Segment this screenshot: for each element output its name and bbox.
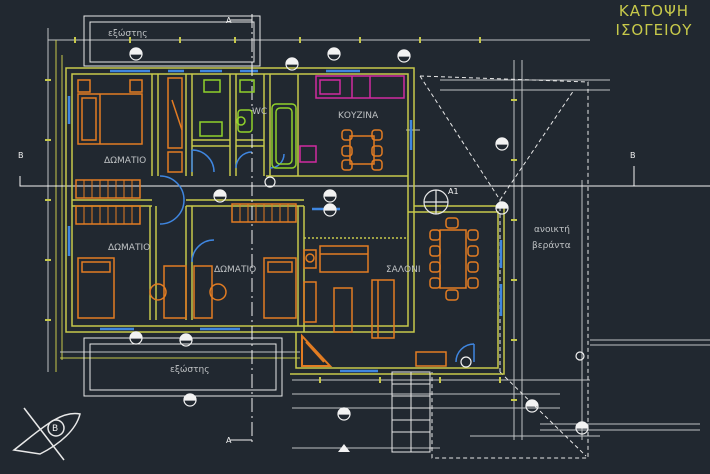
section-line-a <box>19 14 635 444</box>
furniture <box>75 77 479 367</box>
plan-title: ΚΑΤΟΨΗ ΙΣΟΓΕΙΟΥ <box>604 2 704 40</box>
north-label: B <box>52 424 58 434</box>
label-living: ΣΑΛΟΝΙ <box>386 265 420 275</box>
label-bedroom-1: ΔΩΜΑΤΙΟ <box>104 156 146 166</box>
label-veranda-2: βεράντα <box>532 241 571 251</box>
label-bedroom-3: ΔΩΜΑΤΙΟ <box>214 265 256 275</box>
bathroom-fixtures <box>199 79 297 169</box>
section-label-a-bottom: A <box>226 436 232 445</box>
walls <box>65 67 505 375</box>
column-label: A1 <box>448 187 459 196</box>
section-label-a-top: A <box>226 16 232 25</box>
stairs <box>391 371 431 453</box>
north-arrow-icon <box>12 407 81 461</box>
column-marker <box>423 189 449 215</box>
doors <box>159 149 475 363</box>
plan-title-line1: ΚΑΤΟΨΗ <box>618 2 690 20</box>
label-kitchen: ΚΟΥΖΙΝΑ <box>338 111 379 121</box>
label-bedroom-2: ΔΩΜΑΤΙΟ <box>108 243 150 253</box>
label-veranda-1: ανοικτή <box>534 225 570 235</box>
section-label-b-right: B <box>630 151 636 160</box>
closet-hatching <box>83 180 289 224</box>
fireplace <box>301 333 333 367</box>
label-wc: WC <box>252 107 267 117</box>
label-balcony-top: εξώστης <box>108 28 148 39</box>
entrance-marker <box>338 444 350 452</box>
dimension-ticks <box>45 37 517 401</box>
plan-title-line2: ΙΣΟΓΕΙΟΥ <box>615 21 693 39</box>
kitchen-counter <box>299 75 405 163</box>
section-label-b-left: B <box>18 151 24 160</box>
section-markers <box>129 47 589 435</box>
label-balcony-bottom: εξώστης <box>170 364 210 375</box>
